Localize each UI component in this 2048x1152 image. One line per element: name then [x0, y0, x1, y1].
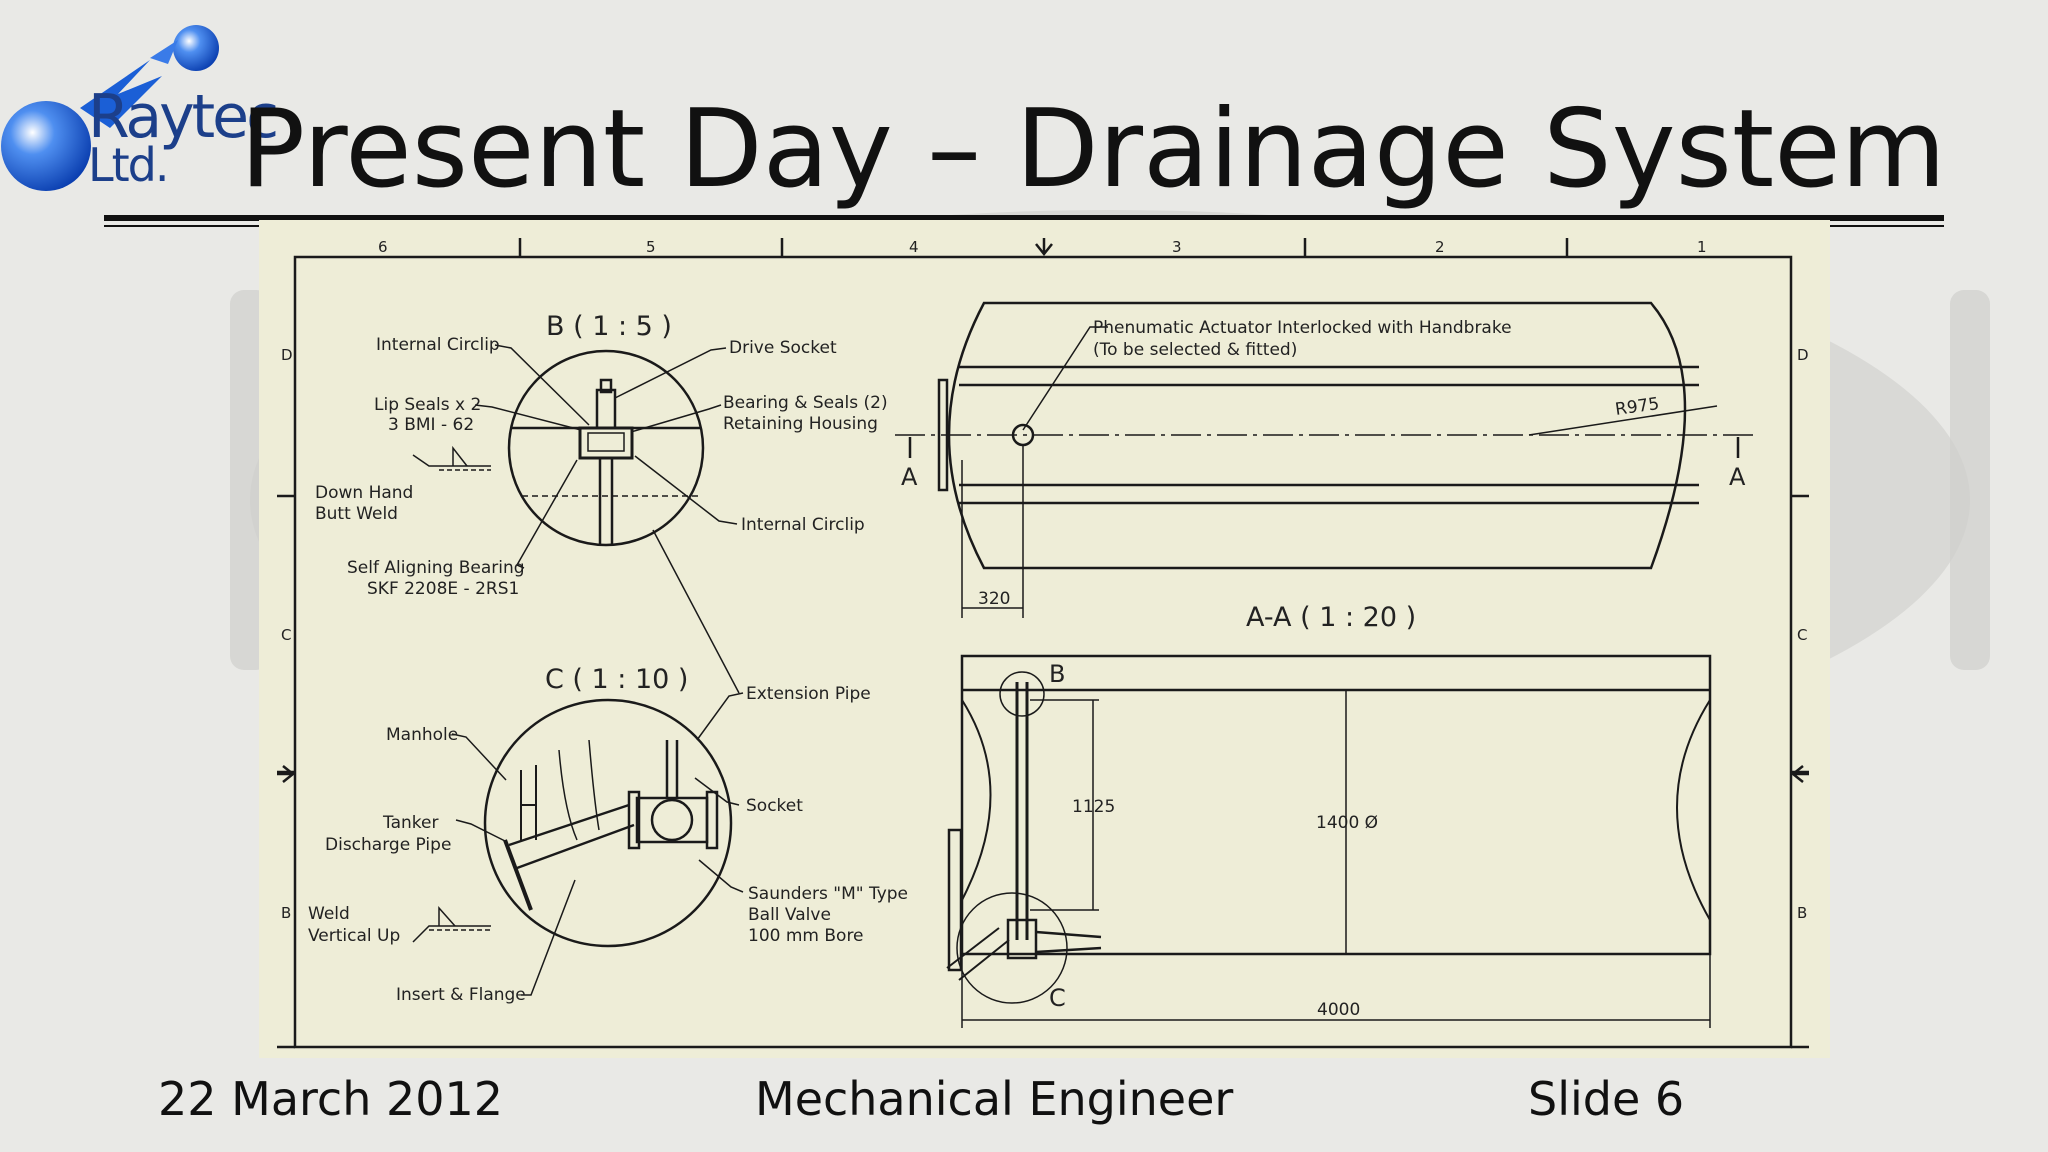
- callout-self-aligning-bearing: Self Aligning Bearing: [347, 558, 525, 578]
- zone-col-2: 5: [646, 238, 656, 256]
- detail-b-title: B ( 1 : 5 ): [546, 311, 672, 342]
- dim-diameter: 1400 Ø: [1316, 813, 1378, 833]
- callout-retaining-housing: Retaining Housing: [723, 414, 878, 434]
- callout-bearing-seals: Bearing & Seals (2): [723, 393, 888, 413]
- ball-valve: [635, 796, 709, 844]
- footer-slide-number: Slide 6: [1528, 1072, 1685, 1126]
- section-mark-left: A: [901, 463, 918, 491]
- zone-row-b-right: B: [1797, 904, 1807, 922]
- callout-ball-valve: Ball Valve: [748, 905, 831, 925]
- dim-offset: 320: [978, 589, 1010, 609]
- callout-extension-pipe: Extension Pipe: [746, 684, 871, 704]
- section-aa-title: A-A ( 1 : 20 ): [1246, 602, 1416, 633]
- dim-height: 1125: [1072, 797, 1115, 817]
- logo-name: Raytec: [88, 82, 279, 152]
- callout-lip-seals: Lip Seals x 2: [374, 395, 481, 415]
- detail-c-title: C ( 1 : 10 ): [545, 664, 688, 695]
- zone-col-5: 2: [1435, 238, 1445, 256]
- tank-section-view: [960, 654, 1712, 956]
- callout-socket: Socket: [746, 796, 803, 816]
- callout-actuator-note: (To be selected & fitted): [1093, 340, 1297, 360]
- callout-down-hand: Down Hand: [315, 483, 413, 503]
- zone-col-4: 3: [1172, 238, 1182, 256]
- detail-c-circle: [483, 698, 733, 948]
- callout-bearing-spec: SKF 2208E - 2RS1: [367, 579, 519, 599]
- callout-insert-flange: Insert & Flange: [396, 985, 526, 1005]
- callout-tanker: Tanker: [382, 813, 438, 833]
- footer-date: 22 March 2012: [158, 1072, 504, 1126]
- title-rule: [104, 215, 1944, 221]
- callout-manhole: Manhole: [386, 725, 458, 745]
- callout-discharge-pipe: Discharge Pipe: [325, 835, 451, 855]
- zone-col-3: 4: [909, 238, 919, 256]
- callout-weld: Weld: [308, 904, 350, 924]
- detail-b-mark: B: [1049, 660, 1065, 688]
- slide-title: Present Day – Drainage System: [240, 87, 1946, 212]
- section-mark-right: A: [1729, 463, 1746, 491]
- zone-row-c-right: C: [1797, 626, 1807, 644]
- callout-drive-socket: Drive Socket: [729, 338, 837, 358]
- zone-row-b-left: B: [281, 904, 291, 922]
- drawing-border: [293, 255, 1793, 1049]
- logo-suffix: Ltd.: [88, 138, 169, 192]
- callout-lip-seals-spec: 3 BMI - 62: [388, 415, 474, 435]
- detail-b-circle: [507, 349, 705, 547]
- zone-row-d-right: D: [1797, 346, 1809, 364]
- callout-bore: 100 mm Bore: [748, 926, 864, 946]
- callout-vertical-up: Vertical Up: [308, 926, 400, 946]
- zone-row-c-left: C: [281, 626, 291, 644]
- zone-col-6: 1: [1697, 238, 1707, 256]
- zone-col-1: 6: [378, 238, 388, 256]
- logo-swoosh-icon: [1, 25, 219, 191]
- tank-top-view: [947, 301, 1687, 570]
- callout-internal-circlip-right: Internal Circlip: [741, 515, 865, 535]
- dim-length: 4000: [1317, 1000, 1360, 1020]
- zone-row-d-left: D: [281, 346, 293, 364]
- callout-actuator: Phenumatic Actuator Interlocked with Han…: [1093, 318, 1512, 338]
- callout-butt-weld: Butt Weld: [315, 504, 398, 524]
- detail-c-mark: C: [1049, 984, 1066, 1012]
- engineering-drawing: 6 5 4 3 2 1 D D C C B B B ( 1 : 5 ) C ( …: [259, 220, 1830, 1058]
- drawing-canvas: 6 5 4 3 2 1 D D C C B B B ( 1 : 5 ) C ( …: [277, 238, 1809, 1049]
- company-logo: Raytec Ltd.: [0, 18, 279, 218]
- callout-internal-circlip-left: Internal Circlip: [376, 335, 500, 355]
- footer-presenter-role: Mechanical Engineer: [755, 1072, 1234, 1126]
- callout-saunders: Saunders "M" Type: [748, 884, 908, 904]
